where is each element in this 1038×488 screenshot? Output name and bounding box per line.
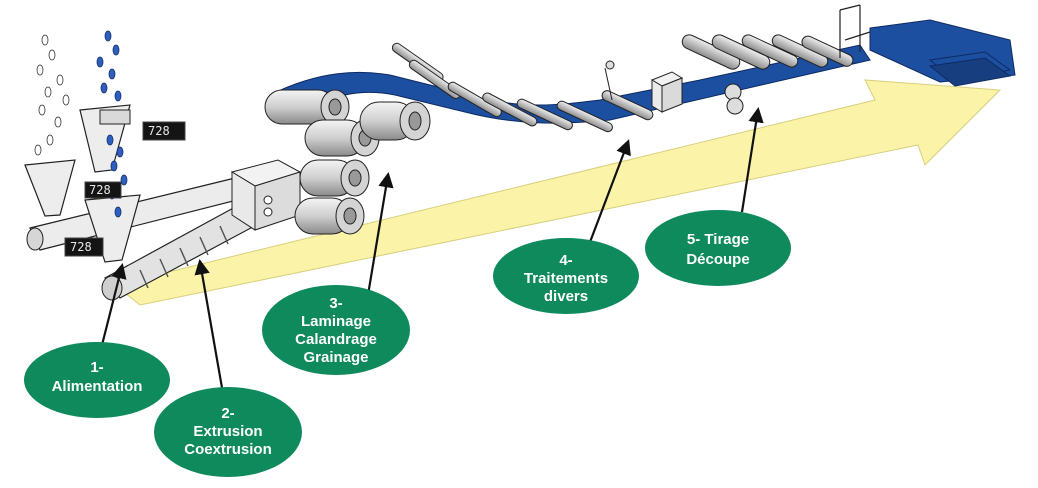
label-laminage-line-2: Laminage (301, 313, 371, 330)
label-laminage-line-3: Calandrage (295, 331, 377, 348)
control-box (230, 159, 302, 231)
display-panel-3: 728 (64, 237, 104, 257)
label-extrusion-line-1: 2- (221, 405, 234, 422)
label-tirage: 5- Tirage Découpe (645, 210, 791, 286)
cutter-frame (839, 4, 871, 58)
label-traitements-line-3: divers (544, 288, 588, 305)
display-readout-1: 728 (148, 124, 170, 138)
label-alimentation: 1- Alimentation (24, 342, 170, 418)
label-traitements-line-1: 4- (559, 252, 572, 269)
label-traitements-line-2: Traitements (524, 270, 608, 287)
label-extrusion-line-3: Coextrusion (184, 441, 272, 458)
process-arrow-icon (113, 79, 1002, 306)
label-alimentation-line-1: 1- (90, 359, 103, 376)
pellets-white (34, 34, 70, 156)
pellet-icon (96, 30, 128, 218)
label-extrusion: 2- Extrusion Coextrusion (154, 387, 302, 477)
label-traitements: 4- Traitements divers (493, 238, 639, 314)
cooling-rollers (391, 42, 654, 133)
label-laminage-line-4: Grainage (303, 349, 368, 366)
hopper-icon (24, 104, 141, 263)
display-panel-2: 728 (84, 181, 122, 199)
display-readout-3: 728 (70, 240, 92, 254)
display-panel-1: 728 (142, 121, 186, 141)
haul-off-rollers (681, 34, 854, 115)
label-tirage-line-2: Découpe (686, 251, 749, 268)
label-alimentation-line-2: Alimentation (52, 378, 143, 395)
display-readout-2: 728 (89, 183, 111, 197)
pointer-arrow-icon (100, 106, 764, 406)
feeder-pipe (26, 177, 246, 251)
output-stack (928, 51, 1012, 87)
label-laminage-line-1: 3- (329, 295, 342, 312)
calender-rolls (264, 89, 431, 235)
roller-icon (264, 89, 350, 125)
label-tirage-line-1: 5- Tirage (687, 231, 749, 248)
label-extrusion-line-2: Extrusion (193, 423, 262, 440)
label-laminage: 3- Laminage Calandrage Grainage (262, 285, 410, 375)
treatment-box (650, 71, 684, 113)
